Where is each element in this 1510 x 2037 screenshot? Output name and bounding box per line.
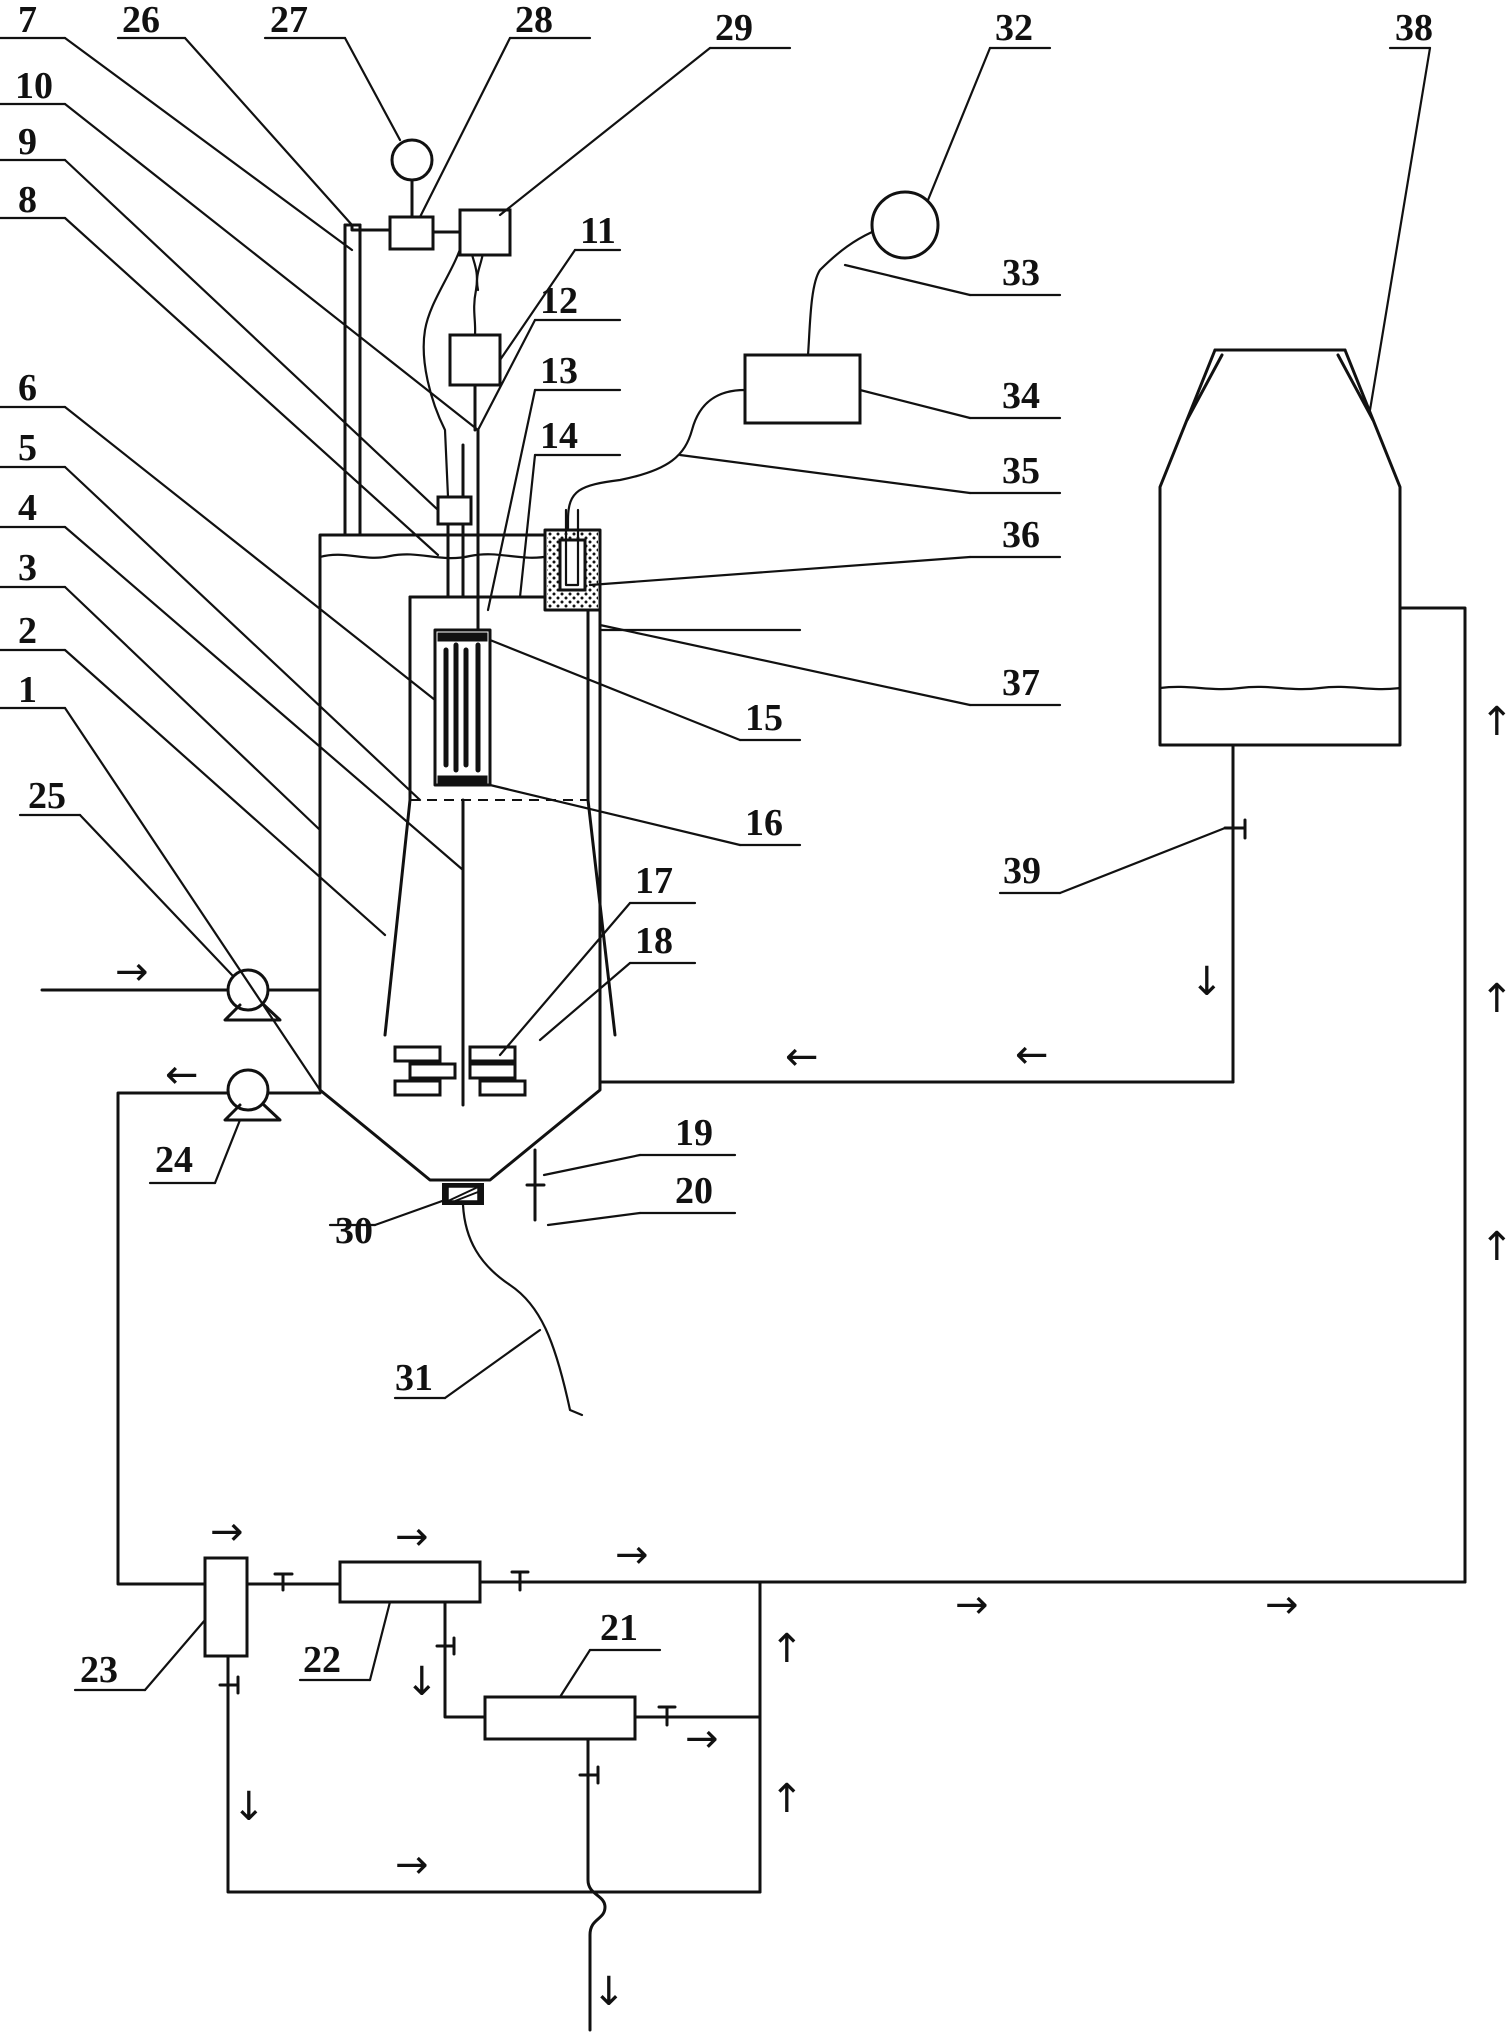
label-38: 38	[1395, 7, 1433, 49]
arrow-return-1: ←	[785, 1034, 819, 1080]
arrow-sep-up-1: ↑	[770, 1626, 804, 1672]
label-18: 18	[635, 920, 673, 962]
label-23: 23	[80, 1649, 118, 1691]
outflow-pump	[116, 1068, 322, 1586]
label-3: 3	[18, 547, 37, 589]
label-1: 1	[18, 669, 37, 711]
label-2: 2	[18, 610, 37, 652]
separation-train	[203, 1556, 1467, 2032]
label-16: 16	[745, 802, 783, 844]
label-7: 7	[18, 0, 37, 41]
probe-assembly	[543, 190, 940, 612]
arrow-return-2: ←	[1015, 1032, 1049, 1078]
arrow-sep-5: →	[1265, 1582, 1299, 1628]
label-5: 5	[18, 427, 37, 469]
arrow-sep-4: →	[955, 1582, 989, 1628]
label-37: 37	[1002, 662, 1040, 704]
label-32: 32	[995, 7, 1033, 49]
arrow-sep-bottom: →	[395, 1842, 429, 1888]
label-34: 34	[1002, 375, 1040, 417]
label-20: 20	[675, 1170, 713, 1212]
arrow-tank-down: ↓	[1190, 959, 1224, 1005]
arrow-sep-down-2: ↓	[232, 1784, 266, 1830]
label-11: 11	[580, 210, 616, 252]
arrow-outflow: ←	[165, 1052, 199, 1098]
label-27: 27	[270, 0, 308, 41]
arrow-sep-6: →	[685, 1716, 719, 1762]
top-fittings	[343, 223, 502, 632]
arrow-riser-1: ↑	[1480, 699, 1510, 745]
label-39: 39	[1003, 850, 1041, 892]
label-35: 35	[1002, 450, 1040, 492]
arrow-sep-down-1: ↓	[405, 1659, 439, 1705]
label-12: 12	[540, 280, 578, 322]
gas-meter-line	[350, 138, 512, 257]
label-15: 15	[745, 697, 783, 739]
draft-tube	[383, 595, 617, 1037]
arrow-riser-3: ↑	[1480, 1224, 1510, 1270]
label-10: 10	[15, 65, 53, 107]
arrow-sep-3: →	[615, 1532, 649, 1578]
arrow-feed-in: →	[115, 949, 149, 995]
feed-pump	[40, 968, 322, 1022]
label-26: 26	[122, 0, 160, 41]
leader-lines	[0, 36, 1432, 1699]
label-19: 19	[675, 1112, 713, 1154]
label-13: 13	[540, 350, 578, 392]
part-labels: 7 10 9 8 6 5 4 3 2 1 25 26 27 28 29 32 3…	[15, 0, 1433, 1691]
electrode-assembly	[433, 628, 492, 787]
arrow-sep-2: →	[395, 1514, 429, 1560]
arrow-sep-up-2: ↑	[770, 1776, 804, 1822]
flow-arrows: → ← ← ← ↓ ↑ ↑ ↑ → → → → → → ↓ ↓ ↓ ↑ ↑ →	[115, 699, 1510, 2015]
label-21: 21	[600, 1607, 638, 1649]
reactor-vessel	[318, 533, 602, 1182]
label-9: 9	[18, 121, 37, 163]
label-24: 24	[155, 1139, 193, 1181]
label-28: 28	[515, 0, 553, 41]
arrow-riser-2: ↑	[1480, 976, 1510, 1022]
label-36: 36	[1002, 514, 1040, 556]
label-22: 22	[303, 1639, 341, 1681]
label-31: 31	[395, 1357, 433, 1399]
arrow-sep-down-3: ↓	[592, 1969, 626, 2015]
label-6: 6	[18, 367, 37, 409]
label-8: 8	[18, 179, 37, 221]
label-25: 25	[28, 775, 66, 817]
label-33: 33	[1002, 252, 1040, 294]
arrow-sep-1: →	[210, 1509, 244, 1555]
bottom-outlets	[442, 1148, 584, 1417]
label-4: 4	[18, 487, 37, 529]
storage-tank	[598, 348, 1467, 1584]
label-14: 14	[540, 415, 578, 457]
label-17: 17	[635, 860, 673, 902]
label-30: 30	[335, 1210, 373, 1252]
stirrer	[393, 798, 527, 1107]
label-29: 29	[715, 7, 753, 49]
